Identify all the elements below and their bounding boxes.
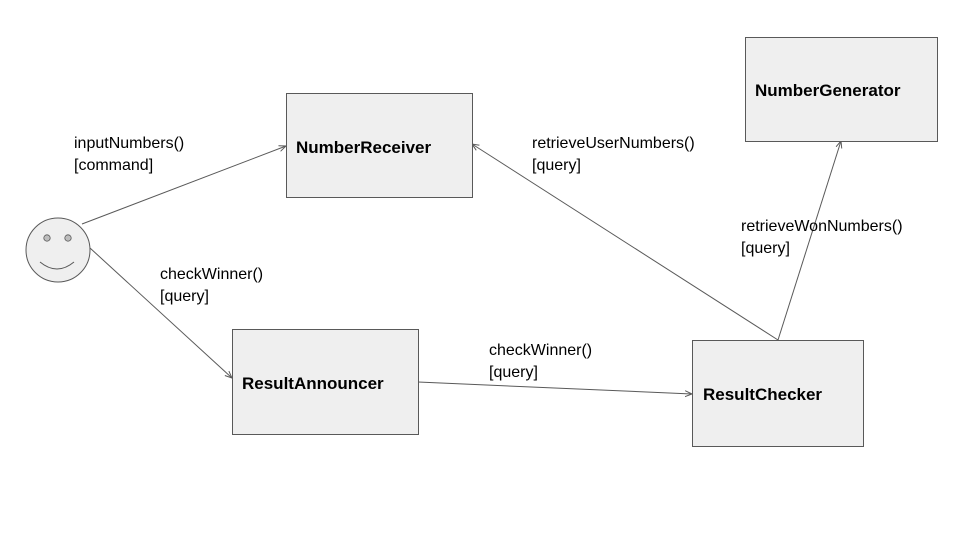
input-numbers-method: inputNumbers() [74, 135, 185, 152]
edge-input-numbers [81, 146, 286, 225]
edge-retrieve-user-numbers [472, 144, 779, 341]
retrieve-user-numbers-type: [query] [532, 157, 581, 174]
retrieve-won-numbers-type: [query] [741, 240, 790, 257]
check-winner-actor-label: checkWinner() [query] [160, 264, 263, 308]
number-receiver-label: NumberReceiver [296, 138, 432, 157]
number-receiver-box: NumberReceiver [286, 93, 473, 198]
retrieve-won-numbers-label: retrieveWonNumbers() [query] [741, 216, 903, 260]
number-generator-box: NumberGenerator [745, 37, 938, 142]
retrieve-user-numbers-label: retrieveUserNumbers() [query] [532, 133, 695, 177]
result-checker-label: ResultChecker [703, 385, 823, 404]
check-winner-actor-method: checkWinner() [160, 266, 264, 283]
check-winner-actor-type: [query] [160, 288, 209, 305]
check-winner-checker-label: checkWinner() [query] [489, 340, 592, 384]
retrieve-won-numbers-method: retrieveWonNumbers() [741, 218, 903, 235]
check-winner-checker-type: [query] [489, 364, 538, 381]
edge-check-winner-checker [417, 381, 692, 394]
result-announcer-label: ResultAnnouncer [242, 374, 384, 393]
check-winner-checker-method: checkWinner() [489, 342, 593, 359]
input-numbers-type: [command] [74, 157, 154, 174]
result-checker-box: ResultChecker [692, 340, 864, 447]
retrieve-user-numbers-method: retrieveUserNumbers() [532, 135, 695, 152]
smiley-face-icon [25, 217, 91, 283]
number-generator-label: NumberGenerator [755, 81, 901, 100]
result-announcer-box: ResultAnnouncer [232, 329, 419, 435]
edge-check-winner-actor [89, 247, 232, 378]
input-numbers-label: inputNumbers() [command] [74, 133, 184, 177]
edge-retrieve-won-numbers [777, 141, 841, 341]
